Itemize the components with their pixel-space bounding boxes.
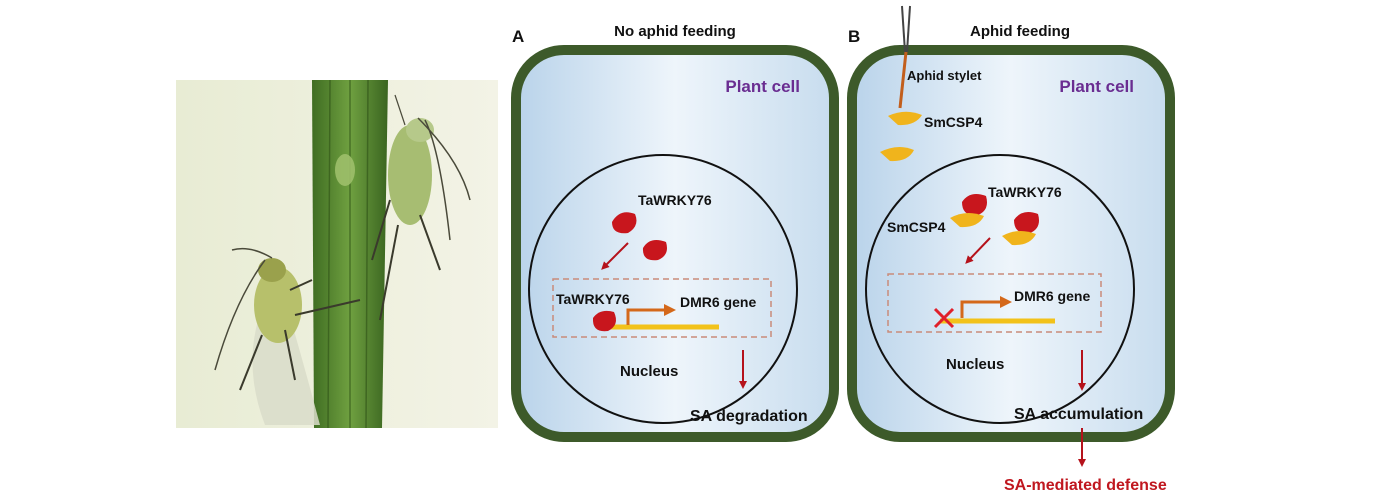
complex-label: SmCSP4 — [887, 219, 946, 235]
gene-label-a: DMR6 gene — [680, 294, 756, 310]
stylet-label: Aphid stylet — [907, 68, 982, 83]
panel-a-heading: No aphid feeding — [614, 23, 736, 40]
promoter-box-b — [887, 273, 1102, 333]
gene-label-b: DMR6 gene — [1014, 288, 1090, 304]
cell-label-a: Plant cell — [725, 77, 800, 96]
csp4-complex-b2 — [1002, 230, 1036, 246]
panel-b-heading: Aphid feeding — [970, 23, 1070, 40]
translocation-arrow-b — [965, 237, 991, 264]
cell-label-b: Plant cell — [1059, 77, 1134, 96]
csp4-effector-1 — [888, 111, 922, 126]
transcription-arrow-a — [626, 304, 676, 325]
inhibit-cross-icon — [933, 307, 955, 329]
aphid-left — [214, 247, 361, 425]
panel-a-letter: A — [512, 27, 524, 46]
aphid-stylet — [898, 5, 911, 109]
protein-label-a: TaWRKY76 — [638, 192, 712, 208]
wrky-protein-a1 — [612, 212, 637, 234]
aphid-right — [371, 94, 471, 321]
panel-b: B Aphid feeding Plant cell Aphid stylet … — [847, 5, 1175, 494]
outcome-a: SA degradation — [690, 408, 808, 425]
aphid-photo — [176, 79, 498, 429]
protein-label-b: TaWRKY76 — [988, 184, 1062, 200]
nucleus-b — [865, 154, 1135, 424]
transcription-arrow-b — [960, 296, 1012, 318]
final-outcome: SA-mediated defense — [1004, 477, 1167, 494]
promoter-box-a — [552, 278, 772, 338]
csp4-complex-b1 — [950, 212, 984, 228]
panel-b-letter: B — [848, 27, 860, 46]
nucleus-a — [528, 154, 798, 424]
wrky-bound-a — [592, 310, 616, 332]
effector-label: SmCSP4 — [924, 114, 983, 130]
panel-a: A No aphid feeding Plant cell TaWRKY76 T… — [511, 23, 839, 442]
plant-cell-a — [511, 45, 839, 442]
wrky-protein-b2 — [1014, 212, 1039, 234]
outcome-b: SA accumulation — [1014, 406, 1143, 423]
wrky-protein-a2 — [642, 240, 667, 261]
promoter-protein-label-a: TaWRKY76 — [556, 291, 630, 307]
nucleus-label-a: Nucleus — [620, 363, 678, 380]
wrky-protein-b1 — [962, 194, 987, 216]
translocation-arrow-a — [601, 242, 629, 270]
nucleus-label-b: Nucleus — [946, 356, 1004, 373]
csp4-effector-2 — [880, 146, 914, 162]
